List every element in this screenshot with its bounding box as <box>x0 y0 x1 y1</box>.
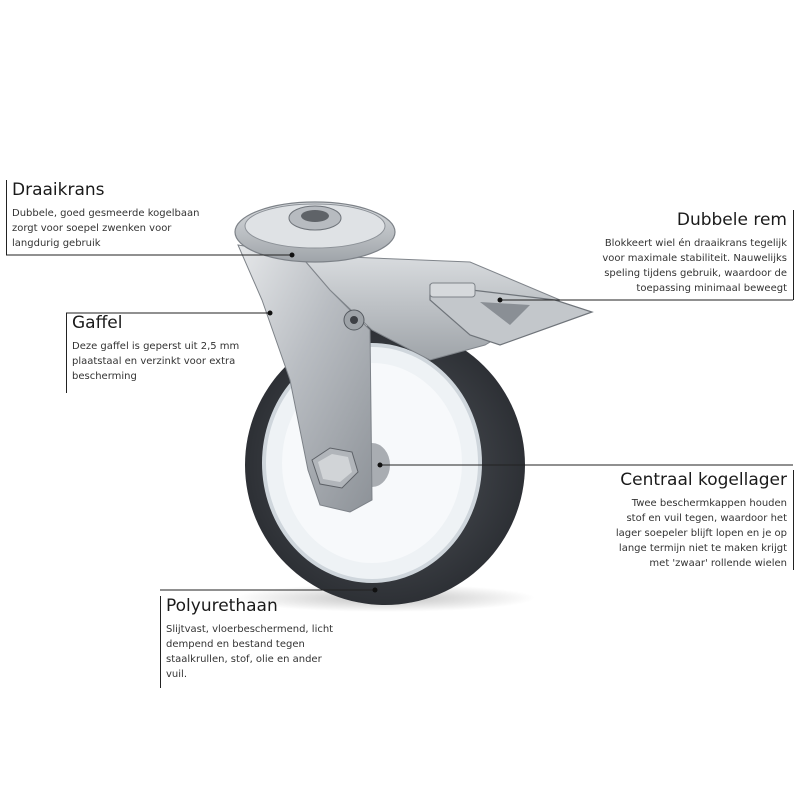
callout-polyurethaan: Polyurethaan Slijtvast, vloerbeschermend… <box>160 596 336 688</box>
callout-text: Twee beschermkappen houden stof en vuil … <box>615 498 787 569</box>
callout-text: Deze gaffel is geperst uit 2,5 mm plaats… <box>72 341 240 382</box>
callout-centraal-kogellager: Centraal kogellager Twee beschermkappen … <box>610 470 794 570</box>
leader-dots <box>267 252 503 593</box>
callout-title: Centraal kogellager <box>620 470 787 490</box>
callout-title: Polyurethaan <box>166 596 278 616</box>
leader-lines <box>6 254 793 591</box>
callout-title: Dubbele rem <box>676 210 787 230</box>
callout-text: Dubbele, goed gesmeerde kogelbaan zorgt … <box>12 208 200 249</box>
callout-text: Blokkeert wiel én draaikrans tegelijk vo… <box>602 238 787 294</box>
callout-draaikrans: Draaikrans Dubbele, goed gesmeerde kogel… <box>6 180 212 255</box>
callout-title: Draaikrans <box>12 180 105 200</box>
callout-gaffel: Gaffel Deze gaffel is geperst uit 2,5 mm… <box>66 313 247 393</box>
callout-title: Gaffel <box>72 313 123 333</box>
callout-dubbele-rem: Dubbele rem Blokkeert wiel én draaikrans… <box>600 210 794 300</box>
callout-text: Slijtvast, vloerbeschermend, licht dempe… <box>166 624 334 680</box>
